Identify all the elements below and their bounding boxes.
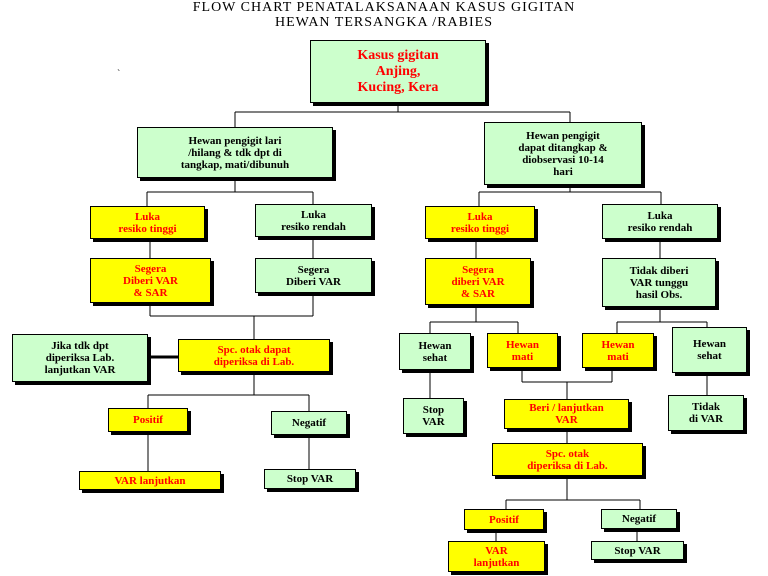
node-l-give-var-sar: Segera Diberi VAR & SAR xyxy=(90,258,211,303)
node-l-negative: Negatif xyxy=(271,411,347,435)
node-l-positive: Positif xyxy=(108,408,188,432)
node-animal-captured-observed: Hewan pengigit dapat ditangkap & diobser… xyxy=(484,122,642,185)
node-l-no-lab-continue-var: Jika tdk dpt diperiksa Lab. lanjutkan VA… xyxy=(12,334,148,382)
node-l-continue-var: VAR lanjutkan xyxy=(79,471,221,490)
node-r-brain-lab-test: Spc. otak diperiksa di Lab. xyxy=(492,443,643,476)
node-r-animal-dead-1: Hewan mati xyxy=(487,333,558,368)
node-r-animal-dead-2: Hewan mati xyxy=(582,333,654,368)
chart-title-line-1: FLOW CHART PENATALAKSANAAN KASUS GIGITAN xyxy=(192,0,576,15)
chart-title-line-2: HEWAN TERSANGKA /RABIES xyxy=(275,15,493,30)
node-r-continue-var: VAR lanjutkan xyxy=(448,541,545,572)
node-l-give-var: Segera Diberi VAR xyxy=(255,258,372,293)
node-l-stop-var: Stop VAR xyxy=(264,469,356,489)
node-l-brain-lab-test: Spc. otak dapat diperiksa di Lab. xyxy=(178,339,330,372)
node-r-stop-var-2: Stop VAR xyxy=(591,541,684,560)
node-animal-escaped: Hewan pengigit lari /hilang & tdk dpt di… xyxy=(137,127,333,178)
node-l-low-risk-wound: Luka resiko rendah xyxy=(255,204,372,237)
node-r-negative: Negatif xyxy=(601,509,677,529)
node-r-give-continue-var: Beri / lanjutkan VAR xyxy=(504,399,629,429)
node-r-animal-healthy-1: Hewan sehat xyxy=(399,333,471,370)
node-r-no-var-wait-observation: Tidak diberi VAR tunggu hasil Obs. xyxy=(602,258,716,307)
node-r-give-var-sar: Segera diberi VAR & SAR xyxy=(425,258,531,305)
node-l-high-risk-wound: Luka resiko tinggi xyxy=(90,206,205,239)
node-r-no-var: Tidak di VAR xyxy=(668,395,744,431)
node-r-positive: Positif xyxy=(464,509,544,530)
node-r-low-risk-wound: Luka resiko rendah xyxy=(602,204,718,239)
stray-mark: ` xyxy=(117,69,120,80)
node-r-high-risk-wound: Luka resiko tinggi xyxy=(425,206,535,239)
node-r-animal-healthy-2: Hewan sehat xyxy=(672,327,747,373)
node-r-stop-var-1: Stop VAR xyxy=(403,398,464,434)
node-root-bite-case: Kasus gigitan Anjing, Kucing, Kera xyxy=(310,40,486,103)
